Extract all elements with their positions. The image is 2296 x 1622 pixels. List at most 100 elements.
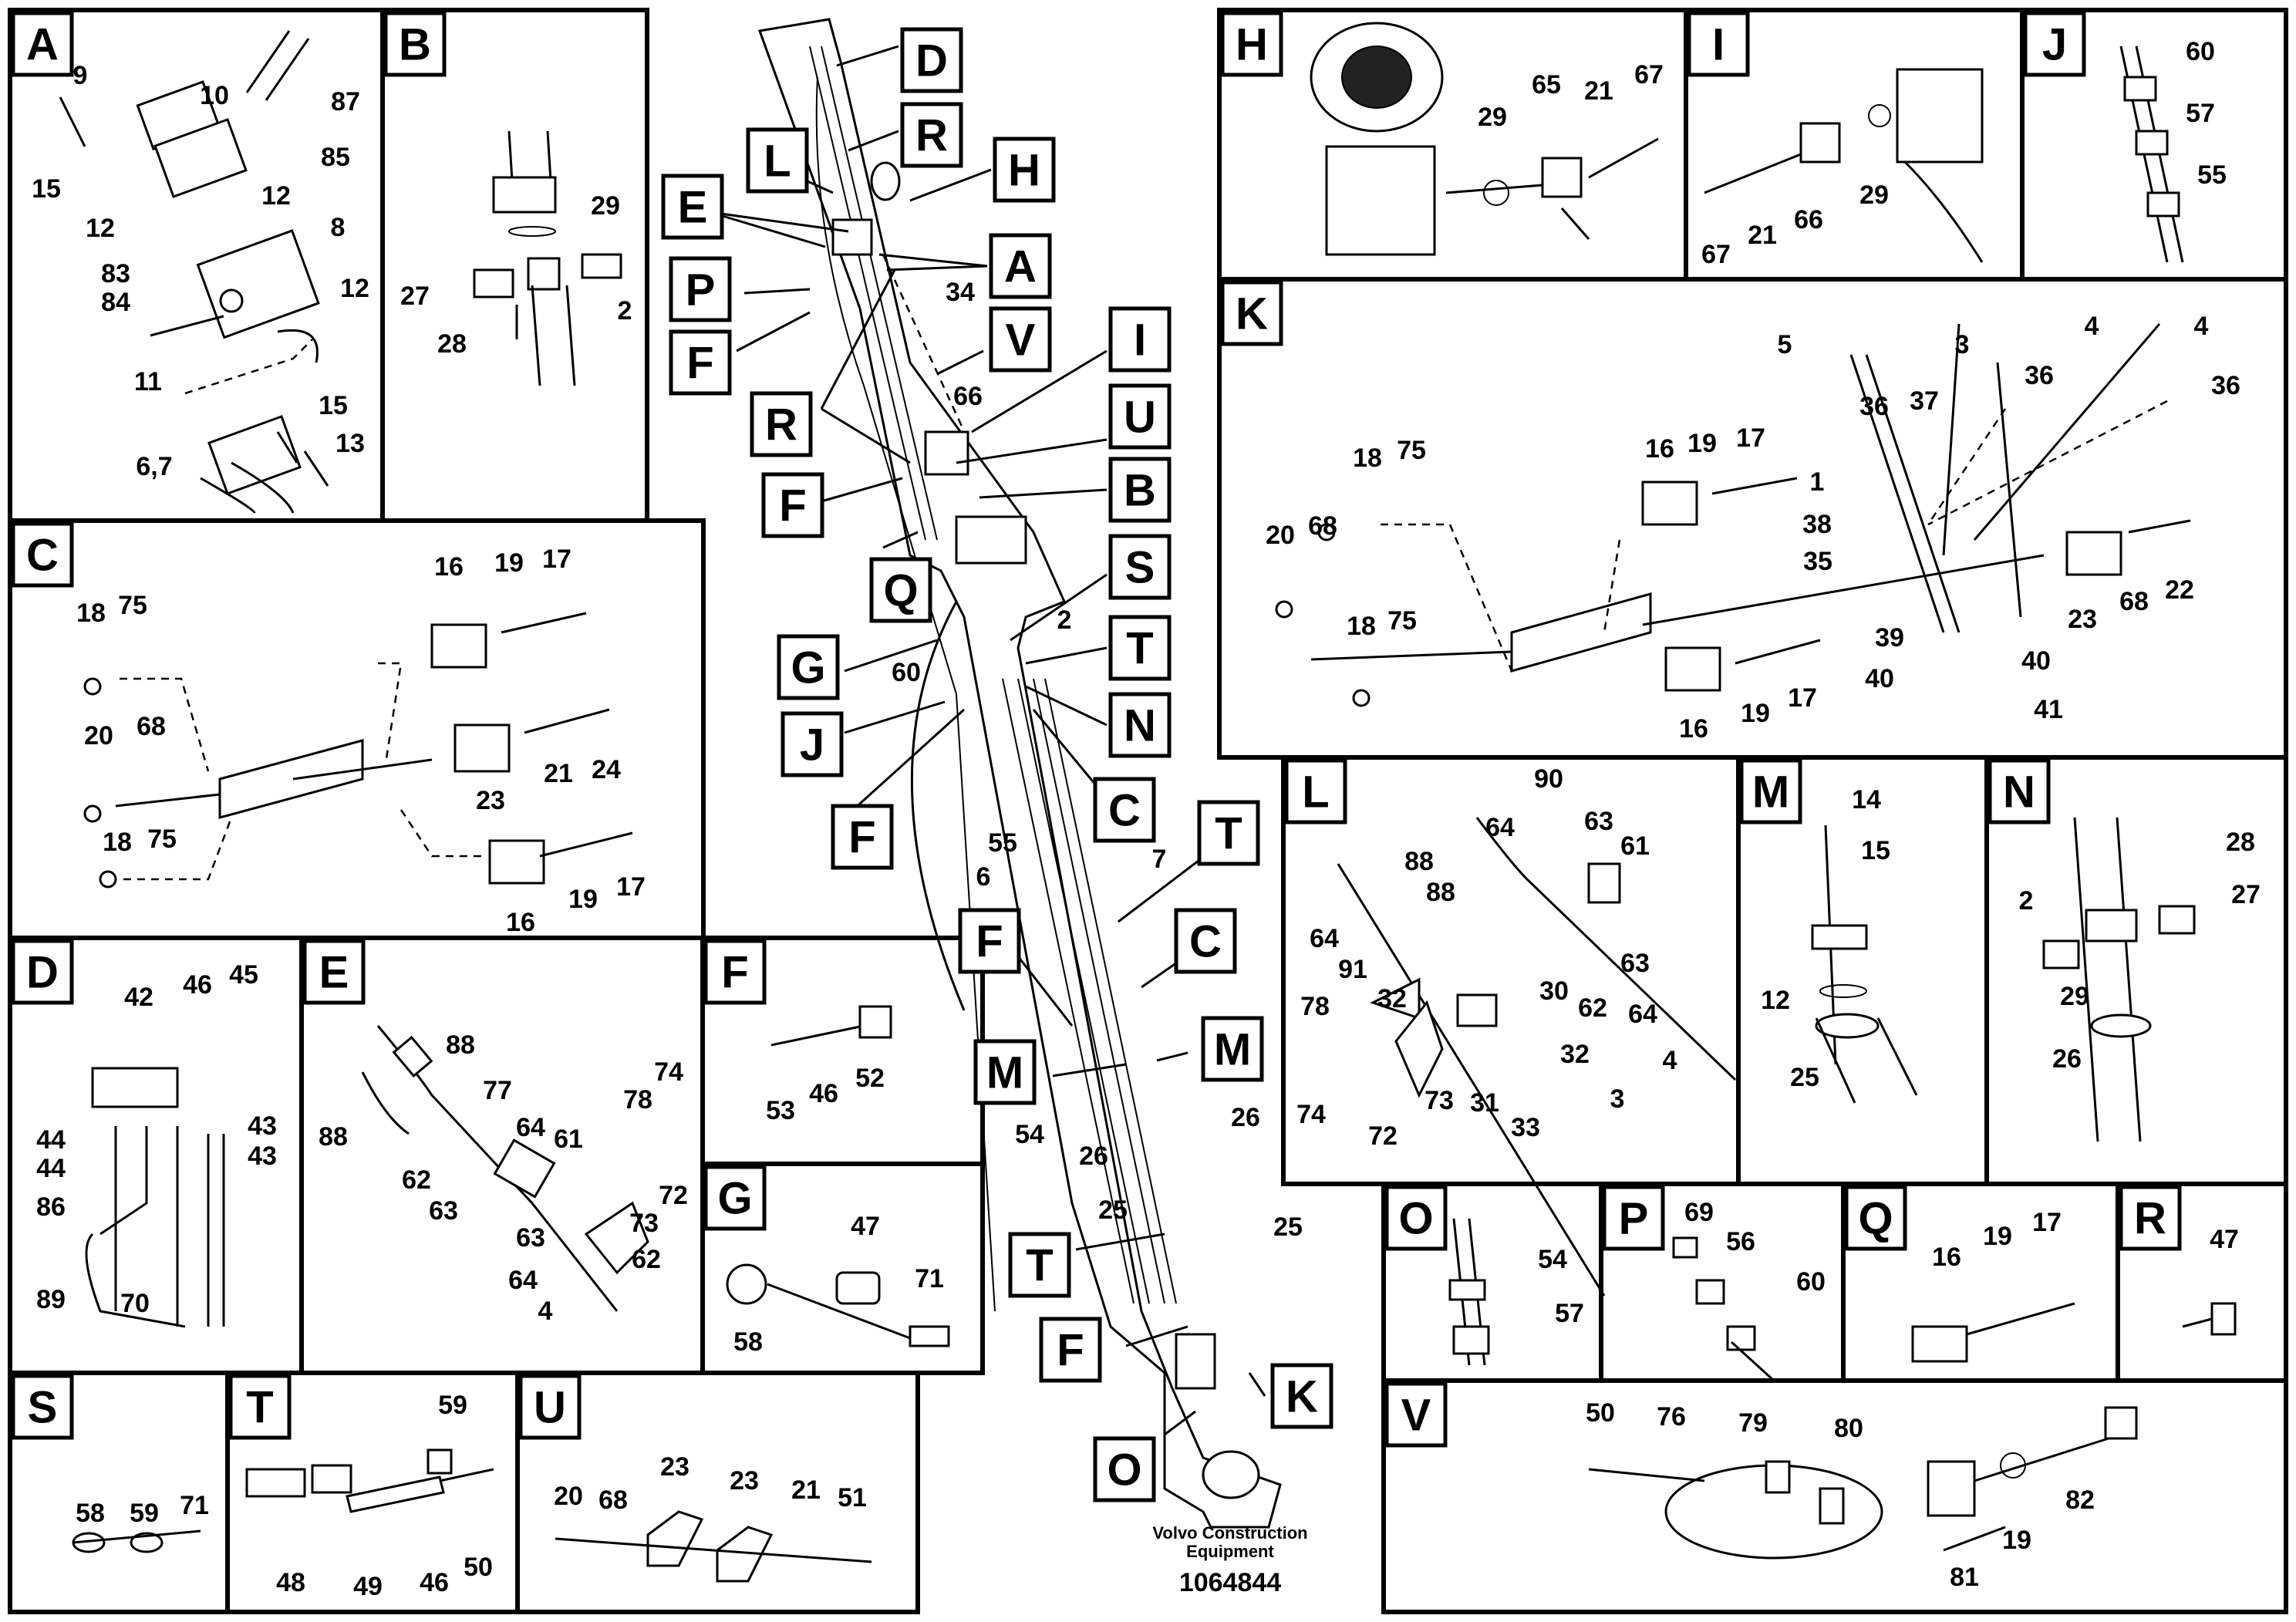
svg-text:85: 85 [321, 143, 350, 172]
svg-text:71: 71 [180, 1491, 209, 1520]
main-callout-H: H [993, 137, 1056, 203]
svg-text:S: S [1125, 543, 1155, 593]
svg-text:42: 42 [124, 983, 153, 1012]
svg-text:R: R [765, 400, 797, 450]
svg-text:63: 63 [429, 1196, 458, 1226]
svg-text:67: 67 [1634, 60, 1664, 89]
svg-text:65: 65 [1532, 70, 1561, 99]
svg-text:41: 41 [2034, 695, 2063, 724]
main-callout-C2: C [1174, 908, 1237, 974]
panel-label-O: O [1384, 1185, 1448, 1251]
svg-text:50: 50 [464, 1553, 493, 1582]
svg-text:78: 78 [623, 1085, 652, 1114]
svg-text:D: D [915, 36, 948, 86]
svg-text:11: 11 [134, 367, 162, 396]
main-callout-leaders [709, 45, 1266, 1436]
svg-text:19: 19 [568, 885, 598, 914]
main-callout-I: I [1108, 306, 1172, 373]
svg-text:O: O [1398, 1194, 1433, 1244]
svg-text:78: 78 [1300, 992, 1330, 1021]
svg-text:29: 29 [1478, 103, 1507, 132]
svg-text:47: 47 [2210, 1225, 2239, 1254]
svg-text:33: 33 [1511, 1113, 1540, 1142]
svg-text:4: 4 [2194, 312, 2209, 341]
svg-text:D: D [26, 948, 59, 998]
svg-text:M: M [1752, 767, 1789, 818]
svg-text:88: 88 [1426, 878, 1455, 907]
svg-text:P: P [1619, 1194, 1649, 1244]
svg-text:5: 5 [1778, 330, 1792, 359]
svg-text:T: T [1126, 624, 1153, 674]
svg-text:19: 19 [2002, 1526, 2031, 1555]
svg-text:61: 61 [1620, 831, 1650, 861]
svg-text:F: F [848, 813, 875, 863]
svg-text:12: 12 [261, 181, 291, 211]
svg-text:60: 60 [2186, 37, 2215, 66]
svg-text:55: 55 [2197, 160, 2227, 190]
svg-text:72: 72 [659, 1181, 688, 1210]
svg-text:6,7: 6,7 [136, 452, 172, 481]
main-number-7: 7 [1152, 845, 1167, 874]
svg-text:23: 23 [730, 1466, 759, 1496]
svg-text:50: 50 [1586, 1398, 1615, 1428]
svg-text:68: 68 [598, 1485, 628, 1515]
svg-text:17: 17 [1788, 683, 1817, 713]
svg-text:47: 47 [851, 1212, 880, 1241]
main-callout-A: A [989, 233, 1052, 299]
svg-text:73: 73 [1424, 1086, 1454, 1115]
svg-text:9: 9 [73, 61, 88, 90]
panel-label-N: N [1988, 758, 2051, 824]
company-line-1: Volvo Construction [1152, 1523, 1307, 1543]
svg-text:45: 45 [229, 960, 258, 990]
panel-label-S: S [11, 1374, 74, 1440]
main-callout-E: E [661, 174, 724, 240]
svg-text:88: 88 [446, 1030, 475, 1060]
panel-label-A: A [11, 11, 74, 77]
svg-text:75: 75 [1387, 606, 1417, 636]
svg-text:L: L [764, 137, 791, 187]
svg-text:79: 79 [1738, 1408, 1768, 1438]
svg-text:F: F [1057, 1326, 1084, 1376]
svg-text:P: P [686, 265, 716, 315]
svg-text:36: 36 [2025, 361, 2054, 390]
svg-text:21: 21 [791, 1475, 821, 1505]
svg-text:H: H [1236, 20, 1268, 70]
svg-text:36: 36 [2211, 371, 2240, 400]
svg-text:23: 23 [2068, 605, 2097, 634]
svg-text:R: R [2134, 1194, 2166, 1244]
svg-text:21: 21 [1748, 221, 1777, 250]
svg-text:59: 59 [438, 1391, 467, 1420]
main-number-54: 54 [1015, 1120, 1044, 1149]
main-callout-C1: C [1093, 777, 1156, 843]
panel-label-H: H [1220, 11, 1283, 77]
svg-text:8: 8 [331, 213, 346, 242]
svg-text:K: K [1286, 1372, 1318, 1422]
svg-text:86: 86 [36, 1192, 66, 1222]
svg-text:4: 4 [538, 1297, 553, 1326]
svg-text:63: 63 [516, 1223, 545, 1253]
svg-text:64: 64 [516, 1113, 545, 1142]
svg-text:R: R [915, 111, 948, 161]
svg-text:20: 20 [1266, 521, 1295, 550]
main-callout-G: G [777, 634, 840, 700]
svg-text:72: 72 [1368, 1121, 1397, 1151]
main-number-6: 6 [976, 862, 991, 892]
svg-text:32: 32 [1560, 1040, 1590, 1069]
svg-text:15: 15 [1861, 836, 1890, 865]
svg-text:61: 61 [554, 1125, 583, 1154]
main-callout-F1: F [669, 329, 732, 396]
panel-art [59, 22, 2237, 1583]
svg-text:59: 59 [130, 1499, 159, 1528]
svg-text:89: 89 [36, 1285, 66, 1314]
svg-text:E: E [319, 948, 349, 998]
svg-text:67: 67 [1701, 240, 1731, 269]
svg-text:18: 18 [103, 828, 132, 857]
svg-text:52: 52 [855, 1064, 885, 1093]
main-callouts: D R L H E A P F 34 V I R 66 U F B Q S 2 … [661, 27, 1333, 1502]
svg-text:29: 29 [2060, 982, 2089, 1011]
main-callout-F2: F [761, 472, 824, 538]
panel-label-L: L [1284, 758, 1347, 824]
svg-text:68: 68 [137, 712, 166, 741]
svg-text:C: C [26, 531, 59, 581]
